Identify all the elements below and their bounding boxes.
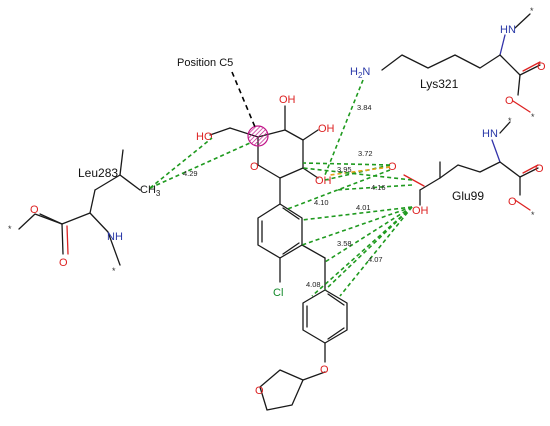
distance-label-9: 4.07	[368, 255, 383, 264]
distance-label-10: 4.08	[306, 280, 321, 289]
sugar-oh-bottom: OH	[315, 175, 332, 187]
lys-carbonyl-o: O	[537, 61, 546, 73]
glu-carbonyl-o: O	[535, 163, 544, 175]
glu-hn: HN	[482, 128, 498, 140]
lys-star-top: *	[530, 6, 534, 16]
residue-label-glu99: Glu99	[452, 189, 484, 203]
lys-star-bottom: *	[531, 112, 535, 122]
hb-glu-ph1	[324, 206, 413, 291]
glu-carboxyl-oh: OH	[412, 205, 429, 217]
sugar-oh-right: OH	[318, 123, 335, 135]
leu-ch3: CH3	[140, 184, 161, 198]
hb-glu-arom2	[301, 206, 413, 221]
sugar-ring	[209, 105, 319, 179]
leu-nh: NH	[107, 231, 123, 243]
residue-label-leu283: Leu283	[78, 166, 118, 180]
leu-star-left: *	[8, 224, 12, 234]
lys321-residue	[381, 13, 541, 113]
hb-glu-oh3	[334, 184, 413, 191]
c5-highlight	[247, 125, 269, 147]
distance-label-6: 4.10	[314, 198, 329, 207]
glu-ester-o: O	[508, 196, 517, 208]
hb-leu-c5	[149, 142, 251, 189]
hb-glu-oh-alt	[329, 166, 391, 176]
chlorophenyl-ring	[257, 177, 326, 291]
lys-hn: HN	[500, 24, 516, 36]
callout-pointer	[231, 71, 256, 128]
leu-star-bottom: *	[112, 266, 116, 276]
leu-cb-bond	[89, 189, 96, 214]
thf-o: O	[255, 385, 264, 397]
distance-label-3: 3.95	[337, 165, 352, 174]
sugar-oh-top: OH	[279, 94, 296, 106]
distance-label-8: 3.58	[337, 239, 352, 248]
hb-glu-oh	[324, 164, 391, 181]
hb-glu-oh2	[302, 167, 413, 181]
lys-h2n: H2N	[350, 66, 370, 80]
chlorine: Cl	[273, 287, 283, 299]
hb-glu-ph3	[311, 206, 413, 297]
hb-lys-oh	[324, 79, 364, 176]
glu-carboxyl-o: O	[388, 161, 397, 173]
glu-star-top: *	[508, 116, 512, 126]
interaction-lines	[149, 79, 413, 297]
leu-carbonyl-o: O	[59, 257, 68, 269]
glu99-residue	[403, 121, 539, 211]
hb-glu-arom3	[301, 206, 413, 246]
leu-ester-o: O	[30, 204, 39, 216]
sugar-ring-o: O	[250, 161, 259, 173]
hb-glu-arom1	[284, 169, 391, 211]
callout-position-c5: Position C5	[177, 57, 233, 69]
phenoxy-ring	[302, 289, 348, 381]
distance-label-2: 3.72	[358, 149, 373, 158]
sugar-ho: HO	[196, 131, 213, 143]
ether-o: O	[320, 364, 329, 376]
residue-label-lys321: Lys321	[420, 77, 459, 91]
hb-glu-ch2	[324, 206, 413, 263]
hb-leu-ho	[149, 137, 213, 189]
hb-glu-ring1	[302, 162, 391, 166]
thf-ring	[259, 369, 304, 411]
glu-star-bottom: *	[531, 210, 535, 220]
distance-label-1: 3.84	[357, 103, 372, 112]
distance-label-7: 4.01	[356, 203, 371, 212]
distance-label-5: 4.29	[183, 169, 198, 178]
hb-glu-ph2	[339, 206, 413, 297]
lys-ester-o: O	[505, 95, 514, 107]
distance-label-4: 4.16	[371, 183, 386, 192]
leu283-residue	[18, 149, 141, 266]
